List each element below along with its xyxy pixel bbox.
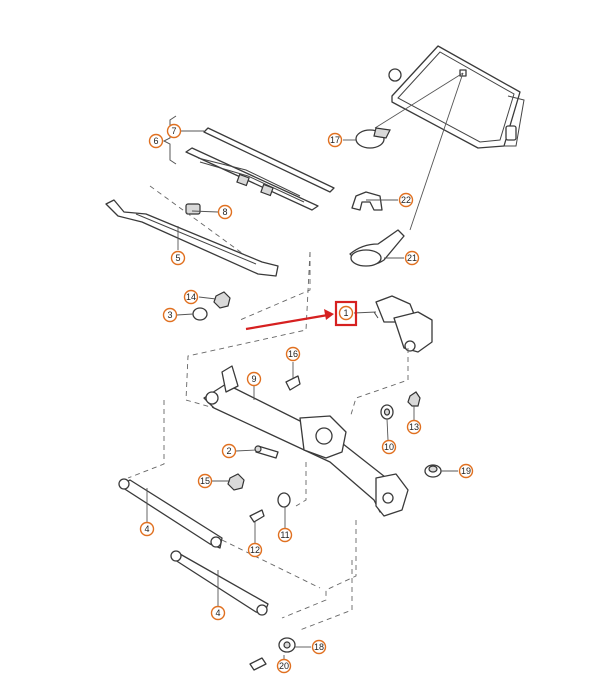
callout-3: 3 [162, 307, 178, 323]
blade-clip-part [185, 203, 201, 215]
svg-text:3: 3 [167, 310, 172, 320]
svg-text:1: 1 [343, 308, 348, 318]
callout-9: 9 [246, 371, 262, 387]
highlight-box [334, 300, 358, 327]
callout-17: 17 [327, 132, 343, 148]
nut-14-part [213, 291, 231, 309]
svg-text:7: 7 [171, 126, 176, 136]
wiper-blade-part [185, 127, 335, 211]
nut-13-part [407, 391, 421, 407]
svg-text:6: 6 [153, 136, 158, 146]
nozzle-clip-part [351, 191, 383, 211]
svg-text:16: 16 [288, 349, 298, 359]
callout-22: 22 [398, 192, 414, 208]
group-brace [162, 115, 177, 165]
callout-4-lower: 4 [210, 605, 226, 621]
nut-15-part [227, 473, 245, 491]
svg-text:17: 17 [330, 135, 340, 145]
svg-text:21: 21 [407, 253, 417, 263]
callout-10: 10 [381, 439, 397, 455]
washer-11-part [277, 492, 291, 508]
callout-7: 7 [166, 123, 182, 139]
leader-lines [146, 130, 458, 660]
callout-13: 13 [406, 419, 422, 435]
callout-11: 11 [277, 527, 293, 543]
svg-text:19: 19 [461, 466, 471, 476]
callout-14: 14 [183, 289, 199, 305]
callout-12: 12 [247, 542, 263, 558]
callout-5: 5 [170, 250, 186, 266]
windshield [388, 45, 525, 149]
svg-text:8: 8 [222, 207, 227, 217]
svg-text:2: 2 [226, 446, 231, 456]
svg-text:18: 18 [314, 642, 324, 652]
link-rod-lower-part [170, 550, 269, 616]
washer-10-part [380, 404, 394, 420]
svg-text:14: 14 [186, 292, 196, 302]
callout-1-highlighted: 1 [338, 305, 354, 321]
bolt-20-part [249, 657, 267, 671]
svg-text:22: 22 [401, 195, 411, 205]
svg-text:4: 4 [144, 524, 149, 534]
callout-4-upper: 4 [139, 521, 155, 537]
wiper-motor-part [373, 295, 433, 353]
bolt-12-part [249, 509, 265, 523]
washer-reservoir-part [349, 229, 405, 267]
svg-text:12: 12 [250, 545, 260, 555]
svg-text:10: 10 [384, 442, 394, 452]
cap-3-part [192, 307, 208, 321]
callout-19: 19 [458, 463, 474, 479]
callout-18: 18 [311, 639, 327, 655]
callout-16: 16 [285, 346, 301, 362]
callout-2: 2 [221, 443, 237, 459]
pointer-arrow [245, 309, 334, 331]
callout-20: 20 [276, 658, 292, 674]
svg-text:9: 9 [251, 374, 256, 384]
pin-2-part [254, 445, 279, 459]
svg-text:5: 5 [175, 253, 180, 263]
washer-nozzle-part [355, 127, 391, 149]
svg-text:11: 11 [280, 530, 289, 540]
washer-18-part [278, 637, 296, 653]
linkage-frame-part [203, 365, 409, 517]
wiper-arm-part [105, 199, 279, 277]
link-rod-upper-part [118, 478, 223, 549]
callout-8: 8 [217, 204, 233, 220]
svg-text:4: 4 [215, 608, 220, 618]
grommet-19-part [424, 464, 442, 478]
callout-15: 15 [197, 473, 213, 489]
svg-text:20: 20 [279, 661, 289, 671]
callout-6: 6 [148, 133, 164, 149]
svg-text:15: 15 [200, 476, 210, 486]
callout-21: 21 [404, 250, 420, 266]
svg-text:13: 13 [409, 422, 419, 432]
bolt-16-part [285, 375, 301, 391]
